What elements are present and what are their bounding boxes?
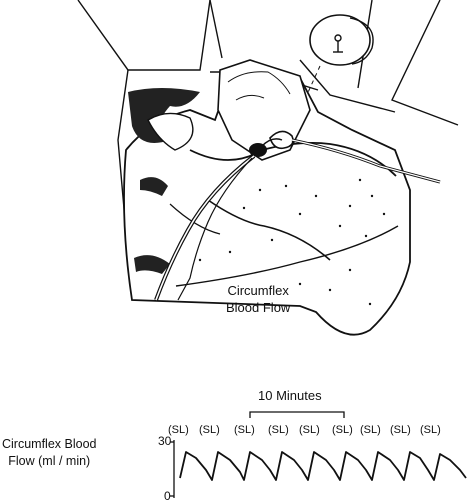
y-axis-label-line2: Flow (ml / min)	[8, 454, 91, 468]
sl-marker: (SL)	[299, 424, 320, 436]
heart-label-line1: Circumflex	[227, 283, 289, 298]
y-tick-bottom: 0	[164, 489, 171, 503]
electrode-device-icon	[299, 14, 374, 111]
sl-marker: (SL)	[199, 424, 220, 436]
circumflex-blood-flow-label: Circumflex Blood Flow	[226, 282, 290, 316]
time-bracket-label: 10 Minutes	[258, 388, 322, 403]
time-bracket	[249, 411, 345, 418]
sl-marker: (SL)	[420, 424, 441, 436]
sl-marker: (SL)	[234, 424, 255, 436]
y-tick-top: 30	[158, 434, 172, 448]
sl-marker: (SL)	[168, 424, 189, 436]
y-axis-label-line1: Circumflex Blood	[2, 437, 97, 451]
sl-marker: (SL)	[360, 424, 381, 436]
y-axis-label: Circumflex Blood Flow (ml / min)	[2, 436, 96, 470]
sl-marker: (SL)	[332, 424, 353, 436]
flow-probe	[154, 130, 441, 301]
heart-label-line2: Blood Flow	[226, 300, 291, 315]
flow-recording-axis	[170, 440, 175, 498]
heart-illustration	[123, 59, 411, 336]
sl-marker: (SL)	[268, 424, 289, 436]
flow-trace	[179, 451, 467, 481]
sl-marker: (SL)	[390, 424, 411, 436]
